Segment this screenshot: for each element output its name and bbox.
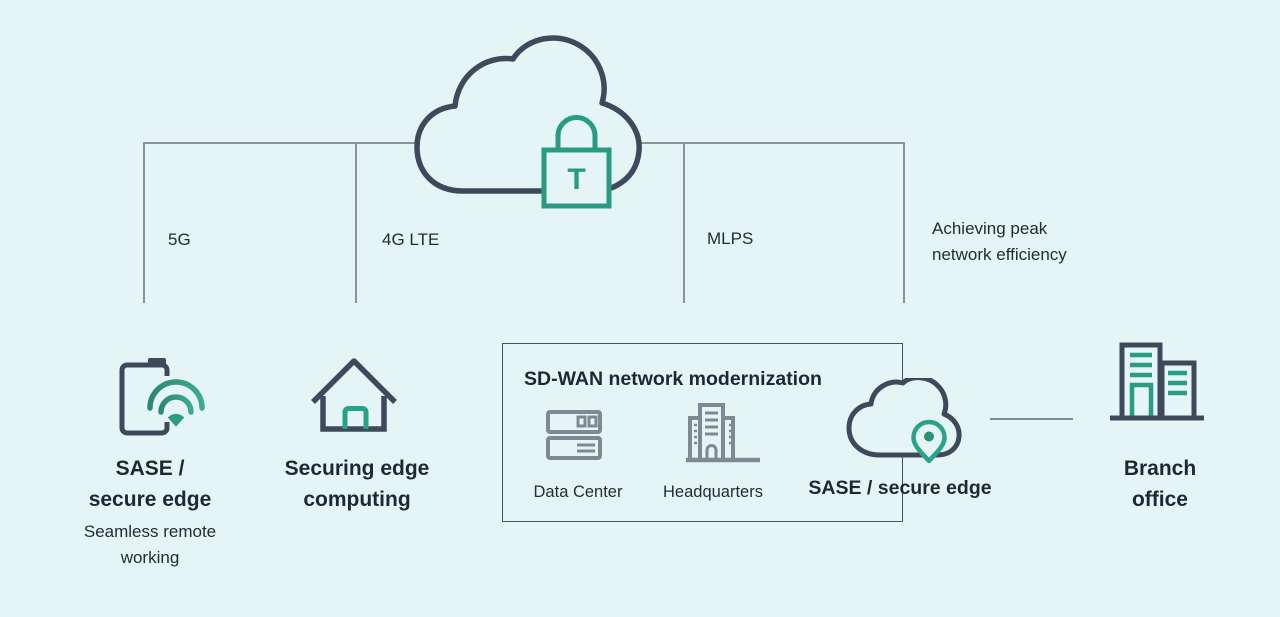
link-label-4glte: 4G LTE (382, 230, 440, 249)
server-vents (577, 443, 595, 453)
branch-node-title: Branch office (1075, 453, 1245, 515)
house-icon (311, 358, 397, 432)
server-led-2 (587, 415, 598, 428)
remote-subtitle-line1: Seamless remote (83, 522, 217, 541)
location-pin-dot (924, 431, 934, 442)
sdwan-box-title: SD-WAN network modernization (524, 368, 822, 390)
datacenter-icon-wrap (544, 409, 606, 461)
drop-line-5g (143, 142, 145, 303)
branch-door (1129, 382, 1154, 418)
link-label-5g: 5G (168, 230, 191, 249)
remote-title-line2: secure edge (88, 488, 212, 511)
lock-shackle (555, 115, 598, 150)
cloud-location-pin-icon (846, 378, 962, 464)
branch-title-line1: Branch (1123, 457, 1197, 480)
wifi-outer-arc (147, 379, 205, 411)
branch-buildings-icon (1110, 342, 1204, 421)
efficiency-note: Achieving peak network efficiency (932, 216, 1112, 268)
house-walls (320, 396, 387, 432)
cloud-lock-icon: T (414, 35, 642, 209)
office-building-icon (686, 403, 760, 463)
branch-short-windows (1168, 370, 1187, 396)
hq-wing-windows (694, 423, 732, 445)
headquarters-icon-wrap (684, 402, 762, 466)
remote-subtitle-line2: working (120, 548, 180, 567)
edge-title-line1: Securing edge (284, 457, 430, 480)
sase-edge-label: SASE / secure edge (808, 477, 992, 499)
phone-wifi-icon (119, 358, 205, 436)
server-bottom-unit (546, 436, 602, 460)
branch-node-icon-wrap (1106, 338, 1210, 426)
branch-connector-line (990, 418, 1073, 420)
branch-title-line2: office (1131, 488, 1188, 511)
hq-door (705, 444, 718, 460)
wifi-inner-arc (158, 394, 194, 415)
branch-tall-windows (1130, 352, 1152, 378)
phone-notch (148, 358, 166, 366)
headquarters-label: Headquarters (663, 483, 763, 501)
server-top-unit (546, 410, 602, 434)
lock-letter: T (567, 163, 585, 196)
remote-title-line1: SASE / (115, 457, 185, 480)
phone-outline (119, 362, 170, 436)
edge-title-line2: computing (303, 488, 411, 511)
server-icon (546, 410, 602, 460)
remote-node-subtitle: Seamless remote working (60, 519, 240, 571)
efficiency-note-line1: Achieving peak (932, 219, 1048, 238)
lock-body (541, 147, 612, 209)
secure-cloud: T (405, 23, 655, 215)
house-door (342, 406, 369, 429)
server-led-1 (576, 415, 587, 428)
edge-node-icon-wrap (303, 352, 415, 437)
drop-line-4glte (355, 142, 357, 303)
drop-line-right (903, 142, 905, 303)
wifi-dot (168, 413, 184, 427)
house-roof (311, 358, 397, 404)
drop-line-mlps (683, 142, 685, 303)
hq-tower-windows (705, 411, 718, 436)
efficiency-note-line2: network efficiency (932, 245, 1067, 264)
remote-node-title: SASE / secure edge (65, 453, 235, 515)
link-label-mlps: MLPS (707, 229, 754, 248)
sase-cloud-wrap (840, 378, 965, 470)
edge-node-title: Securing edge computing (272, 453, 442, 515)
remote-node-icon-wrap (112, 352, 212, 447)
datacenter-label: Data Center (533, 483, 623, 501)
